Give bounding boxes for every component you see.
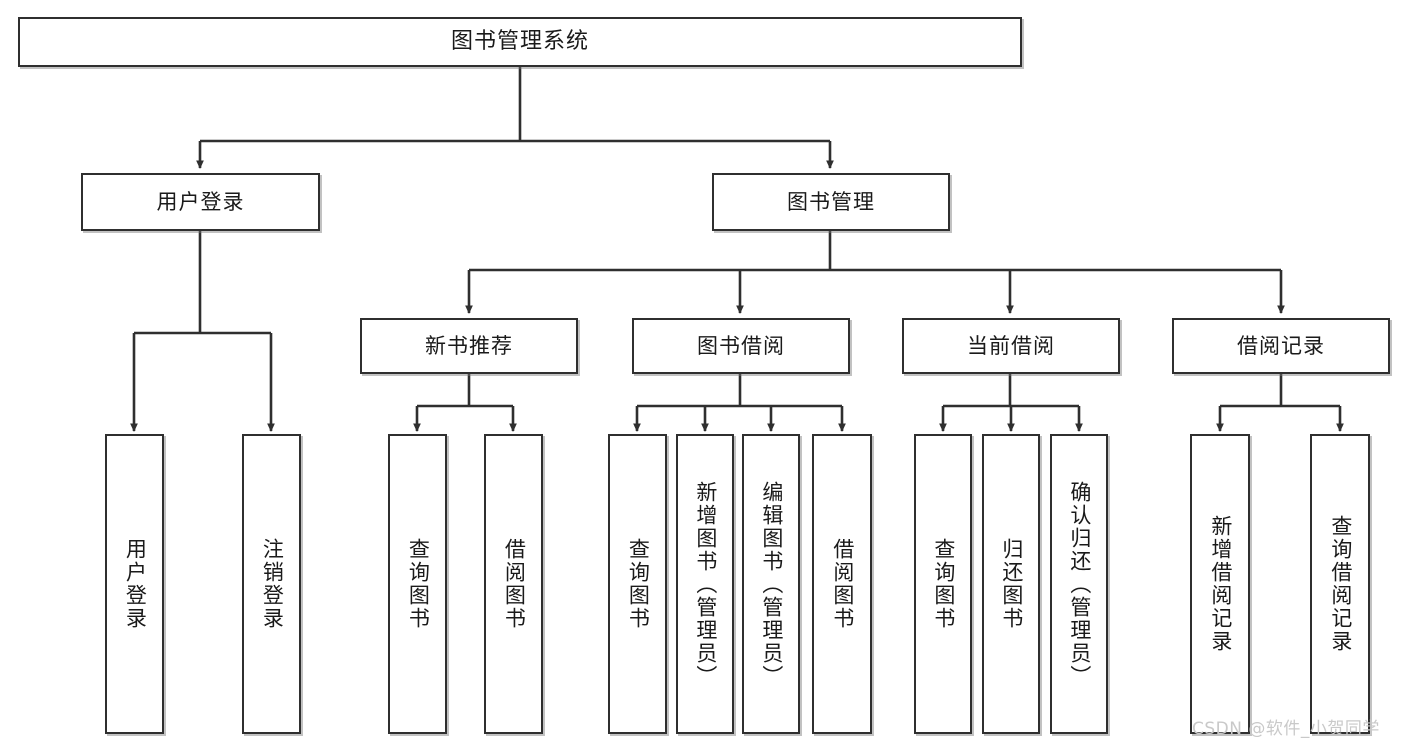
node-new-book-recommend-label: 新书推荐 <box>425 333 513 358</box>
node-leaf-add-record-label: 新增借阅记录 <box>1208 515 1233 653</box>
node-leaf-logout-label: 注销登录 <box>260 538 285 630</box>
node-leaf-add-book-label: 新增图书（管理员） <box>693 480 718 688</box>
node-leaf-return-book-label: 归还图书 <box>999 538 1024 630</box>
node-leaf-query-book-2-label: 查询图书 <box>626 538 651 630</box>
node-leaf-confirm-return-label: 确认归还（管理员） <box>1067 480 1092 688</box>
node-leaf-query-book-1-label: 查询图书 <box>406 538 431 630</box>
node-user-login[interactable]: 用户登录 <box>81 173 320 231</box>
node-leaf-borrow-book-2[interactable]: 借阅图书 <box>812 434 872 734</box>
node-leaf-query-record[interactable]: 查询借阅记录 <box>1310 434 1370 734</box>
node-root-system[interactable]: 图书管理系统 <box>18 17 1022 67</box>
node-book-manage-label: 图书管理 <box>787 189 875 214</box>
node-borrow-record[interactable]: 借阅记录 <box>1172 318 1390 374</box>
node-leaf-query-book-3-label: 查询图书 <box>931 538 956 630</box>
node-current-borrow[interactable]: 当前借阅 <box>902 318 1120 374</box>
node-leaf-borrow-book-1-label: 借阅图书 <box>502 538 527 630</box>
csdn-watermark: CSDN @软件_小贺同学 <box>1192 719 1380 739</box>
node-leaf-add-record[interactable]: 新增借阅记录 <box>1190 434 1250 734</box>
node-leaf-query-record-label: 查询借阅记录 <box>1328 515 1353 653</box>
node-leaf-borrow-book-2-label: 借阅图书 <box>830 538 855 630</box>
node-new-book-recommend[interactable]: 新书推荐 <box>360 318 578 374</box>
node-leaf-edit-book-label: 编辑图书（管理员） <box>759 480 784 688</box>
node-leaf-query-book-3[interactable]: 查询图书 <box>914 434 972 734</box>
node-leaf-edit-book[interactable]: 编辑图书（管理员） <box>742 434 800 734</box>
node-leaf-query-book-2[interactable]: 查询图书 <box>608 434 667 734</box>
node-leaf-query-book-1[interactable]: 查询图书 <box>388 434 447 734</box>
node-root-system-label: 图书管理系统 <box>450 29 589 55</box>
node-borrow-record-label: 借阅记录 <box>1237 333 1325 358</box>
node-current-borrow-label: 当前借阅 <box>967 333 1055 358</box>
node-leaf-user-login-label: 用户登录 <box>123 538 148 630</box>
node-leaf-confirm-return[interactable]: 确认归还（管理员） <box>1050 434 1108 734</box>
node-leaf-logout[interactable]: 注销登录 <box>242 434 301 734</box>
node-leaf-borrow-book-1[interactable]: 借阅图书 <box>484 434 543 734</box>
node-book-borrow-label: 图书借阅 <box>697 333 785 358</box>
node-book-manage[interactable]: 图书管理 <box>712 173 950 231</box>
node-book-borrow[interactable]: 图书借阅 <box>632 318 850 374</box>
node-leaf-user-login[interactable]: 用户登录 <box>105 434 164 734</box>
node-leaf-add-book[interactable]: 新增图书（管理员） <box>676 434 734 734</box>
node-leaf-return-book[interactable]: 归还图书 <box>982 434 1040 734</box>
node-user-login-label: 用户登录 <box>156 189 245 214</box>
